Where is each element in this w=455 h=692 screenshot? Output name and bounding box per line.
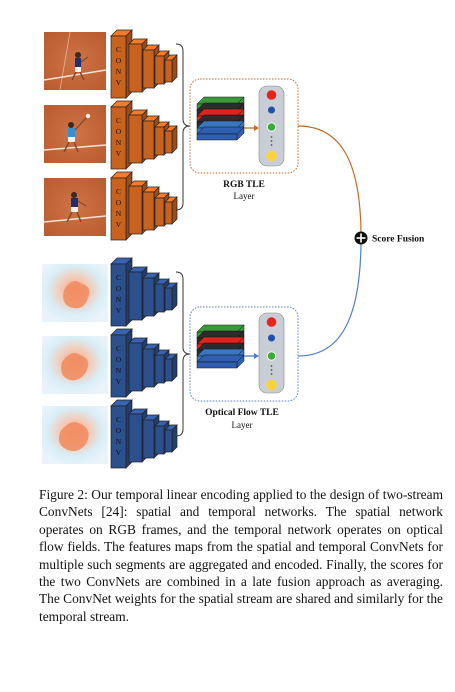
flow-frame-3 [42,406,108,464]
caption-text: Our temporal linear encoding applied to … [39,487,443,624]
flow-to-fusion-line [297,243,362,357]
conv-label-char: C [116,344,121,353]
conv-label-char: V [116,377,122,386]
fusion-plus-icon [354,231,368,245]
flow-feature-slabs [196,324,245,369]
rgb-tle-box [189,78,299,174]
rgb-to-fusion-line [297,125,362,233]
rgb-frame-1 [43,31,107,91]
conv-label-char: N [116,67,122,76]
flow-brace [175,271,191,437]
conv-label-char: C [116,415,121,424]
rgb-tle-subtitle: Layer [234,191,255,201]
conv-label-char: V [116,448,122,457]
conv-label-char: N [116,437,122,446]
rgb-frame-3 [43,178,107,236]
conv-label-char: N [116,209,122,218]
conv-label-char: V [116,78,122,87]
rgb-frame-2 [43,105,107,163]
conv-label-char: N [116,295,122,304]
rgb-score-column [258,85,285,167]
conv-label-char: C [116,273,121,282]
caption-prefix: Figure 2: [39,487,88,502]
conv-label-char: N [116,138,122,147]
flow-frame-2 [42,336,108,394]
figure-caption: Figure 2: Our temporal linear encoding a… [39,486,443,625]
flow-tle-title: Optical Flow TLE [205,408,279,418]
flow-tle-box [189,306,299,402]
conv-label-char: V [116,149,122,158]
conv-label-char: O [116,198,122,207]
rgb-brace [175,43,191,211]
rgb-tle-title: RGB TLE [223,180,265,190]
conv-label-char: O [116,426,122,435]
conv-label-char: O [116,56,122,65]
conv-label-char: O [116,127,122,136]
conv-label-char: V [116,220,122,229]
rgb-feature-slabs [196,96,245,141]
conv-label-char: C [116,45,121,54]
flow-frame-1 [42,264,108,322]
conv-label-char: C [116,187,121,196]
score-fusion-label: Score Fusion [372,235,425,245]
conv-label-char: O [116,355,122,364]
conv-label-char: N [116,366,122,375]
conv-label-char: V [116,306,122,315]
conv-label-char: O [116,284,122,293]
flow-score-column [258,312,285,394]
conv-label-char: C [116,116,121,125]
flow-tle-subtitle: Layer [232,420,253,430]
